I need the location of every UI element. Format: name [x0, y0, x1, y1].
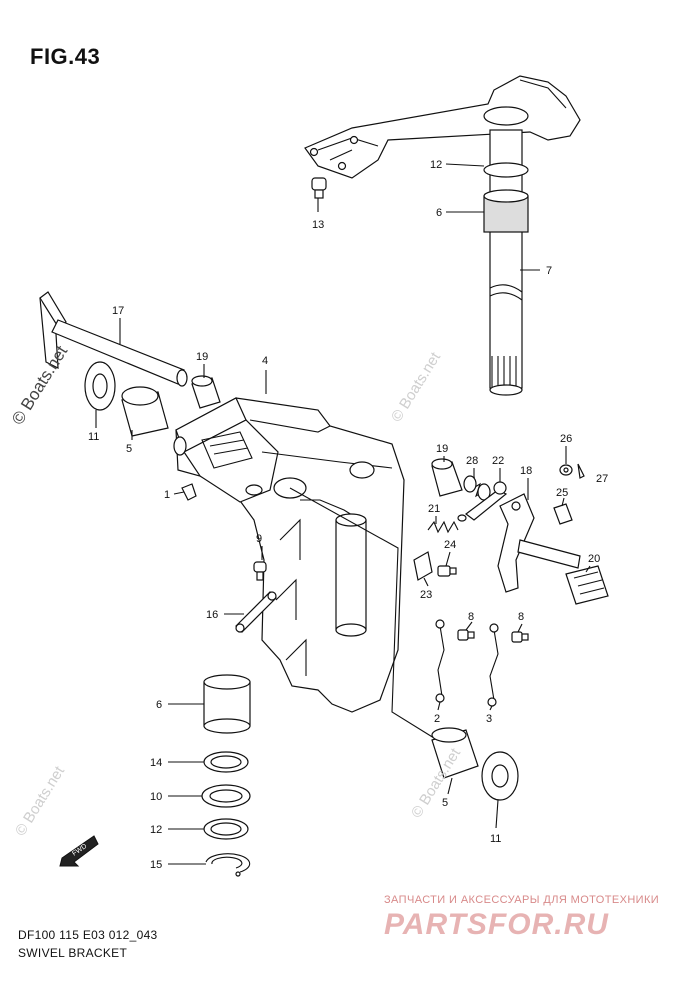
callout-1: 1 [164, 489, 170, 501]
fwd-arrow: FWD [59, 835, 99, 867]
bushing-6-lower [203, 674, 251, 734]
steering-arm [304, 75, 581, 179]
callout-6-lower: 6 [156, 699, 162, 711]
leader-bracket-bushing [289, 487, 435, 739]
bushing-5-right [431, 727, 479, 779]
washer-10 [201, 784, 251, 808]
bolt-8-right [511, 631, 529, 643]
callout-27: 27 [596, 473, 608, 485]
callout-14: 14 [150, 757, 162, 769]
callout-leaders [95, 163, 591, 865]
callout-20: 20 [588, 553, 600, 565]
bolt-8-left [457, 629, 475, 641]
washer-12-lower [203, 818, 249, 840]
callout-16: 16 [206, 609, 218, 621]
spring-21 [427, 514, 467, 534]
bolt-9 [253, 561, 267, 581]
plate-23 [413, 551, 433, 581]
figure-model-caption: DF100 115 E03 012_043 [18, 928, 158, 942]
bushing-19-right [431, 458, 463, 497]
lever-22 [465, 481, 508, 521]
washer-26 [559, 464, 573, 476]
steering-shaft [483, 129, 529, 396]
tilt-lock-lever [497, 493, 609, 605]
callout-11: 11 [88, 431, 99, 443]
callout-13: 13 [312, 219, 324, 231]
callout-3: 3 [486, 713, 492, 725]
bushing-19-left [191, 375, 221, 409]
swivel-bracket [173, 397, 405, 713]
figure-title: FIG.43 [30, 44, 101, 69]
callout-28: 28 [466, 455, 478, 467]
callout-25: 25 [556, 487, 568, 499]
washer-14 [203, 751, 249, 773]
anode-lead-2 [435, 619, 445, 703]
brand-logo: PARTSFOR.RU [384, 908, 609, 941]
spring-28 [463, 475, 491, 501]
callout-15: 15 [150, 859, 162, 871]
pin-27 [577, 463, 585, 479]
callout-numbers: 12 13 6 7 17 19 4 11 5 1 9 16 19 28 22 2… [88, 159, 608, 871]
callout-7: 7 [546, 265, 552, 277]
callout-12: 12 [430, 159, 442, 171]
callout-10: 10 [150, 791, 162, 803]
callout-4: 4 [262, 355, 268, 367]
ground-strap-16 [235, 591, 277, 633]
callout-19-right: 19 [436, 443, 448, 455]
callout-12-lower: 12 [150, 824, 162, 836]
callout-5: 5 [126, 443, 132, 455]
callout-5-lower: 5 [442, 797, 448, 809]
circlip-15 [205, 853, 251, 877]
callout-18: 18 [520, 465, 532, 477]
callout-19: 19 [196, 351, 208, 363]
callout-23: 23 [420, 589, 432, 601]
callout-2: 2 [434, 713, 440, 725]
callout-17: 17 [112, 305, 124, 317]
callout-26: 26 [560, 433, 572, 445]
tilt-tube [39, 291, 188, 387]
callout-8-right: 8 [518, 611, 524, 623]
washer-11-left-hole [92, 373, 108, 399]
callout-11-lower: 11 [490, 833, 501, 845]
callout-22: 22 [492, 455, 504, 467]
bolt-13 [311, 177, 327, 199]
callout-8-left: 8 [468, 611, 474, 623]
callout-24: 24 [444, 539, 456, 551]
brand-tagline: ЗАПЧАСТИ И АКСЕССУАРЫ ДЛЯ МОТОТЕХНИКИ [384, 894, 660, 906]
washer-11-right-hole [491, 764, 509, 788]
callout-6: 6 [436, 207, 442, 219]
bolt-24 [437, 565, 457, 577]
anode-lead-3 [487, 623, 499, 707]
callout-9: 9 [256, 533, 262, 545]
callout-21: 21 [428, 503, 440, 515]
clip-1 [181, 483, 197, 501]
bushing-5-left [121, 386, 169, 437]
nut-25 [553, 503, 573, 525]
figure-name-caption: SWIVEL BRACKET [18, 946, 128, 960]
